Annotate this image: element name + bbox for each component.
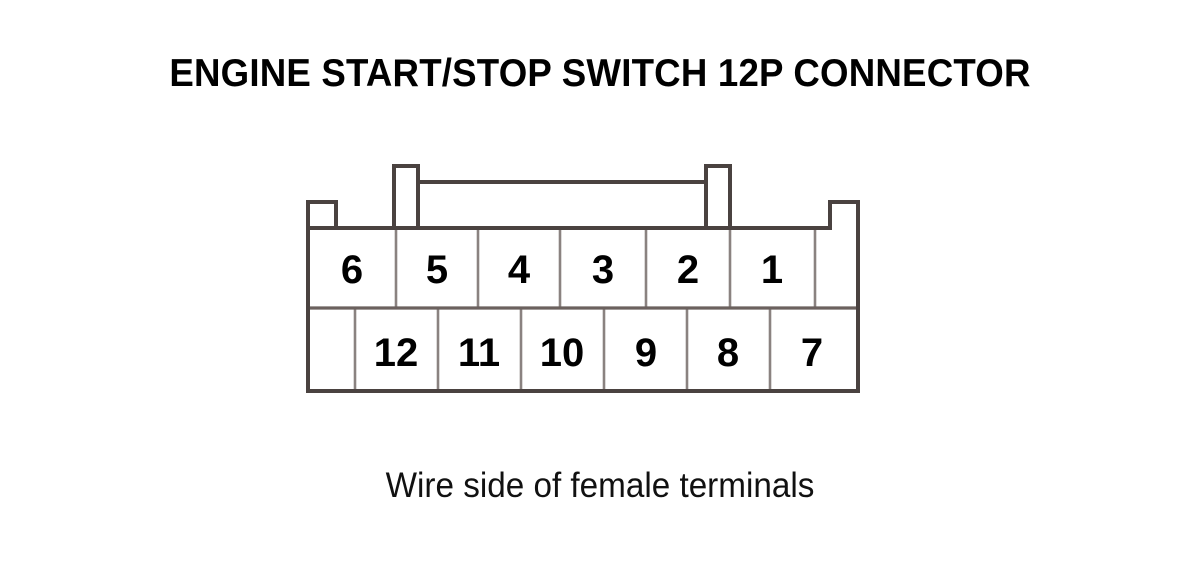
left-notch [306,200,338,228]
left-locking-tab [392,164,420,228]
pin-label-6: 6 [341,248,363,292]
connector-diagram: 6 5 4 3 2 1 12 11 10 9 8 7 [290,150,890,410]
pin-label-4: 4 [508,248,531,292]
right-locking-tab [704,164,732,228]
pin-label-5: 5 [426,248,448,292]
pin-label-8: 8 [717,331,739,375]
pin-label-3: 3 [592,248,614,292]
pin-label-1: 1 [761,248,783,292]
pin-label-7: 7 [801,331,823,375]
top-row-dividers [394,228,817,308]
diagram-caption: Wire side of female terminals [385,466,815,505]
pin-label-12: 12 [374,331,419,375]
pin-label-9: 9 [635,331,657,375]
bottom-row-dividers [353,308,772,390]
pin-label-2: 2 [677,248,699,292]
connector-svg: 6 5 4 3 2 1 12 11 10 9 8 7 [306,164,860,393]
pin-label-11: 11 [458,331,500,375]
page-title: ENGINE START/STOP SWITCH 12P CONNECTOR [169,52,1031,95]
pin-label-10: 10 [540,331,585,375]
connector-body-outline [306,200,860,393]
